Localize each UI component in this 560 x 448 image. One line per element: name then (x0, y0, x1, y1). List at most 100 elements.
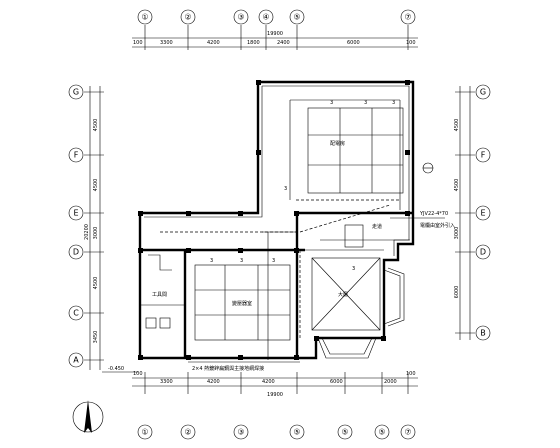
right-hall: 大廳 3 走道 (311, 223, 382, 331)
svg-text:100: 100 (406, 40, 416, 46)
svg-text:3: 3 (392, 100, 395, 106)
svg-text:3: 3 (240, 258, 243, 264)
svg-text:⑦: ⑦ (404, 428, 411, 437)
svg-text:2000: 2000 (384, 379, 397, 385)
bay-projection (317, 267, 405, 359)
svg-text:G: G (480, 88, 486, 97)
svg-text:3300: 3300 (160, 40, 173, 46)
svg-text:②: ② (184, 428, 191, 437)
grid-bubble: G (68, 84, 84, 100)
svg-text:走道: 走道 (372, 223, 382, 230)
grid-bubble: ③ (233, 424, 249, 440)
structural-columns (138, 80, 410, 360)
svg-text:⑤: ⑤ (378, 428, 385, 437)
svg-text:F: F (74, 151, 79, 160)
grid-bubble: ① (137, 9, 153, 25)
grid-bubble: B (475, 325, 491, 341)
svg-text:3: 3 (210, 258, 213, 264)
svg-text:①: ① (141, 428, 148, 437)
grid-bubble: ⑦ (400, 9, 416, 25)
svg-text:⑤: ⑤ (293, 428, 300, 437)
svg-text:F: F (481, 151, 486, 160)
svg-text:3: 3 (330, 100, 333, 106)
svg-text:4500: 4500 (93, 119, 99, 132)
bottom-note: 2×4 熱鍍鋅扁鋼與主接地網焊接 (188, 361, 300, 372)
feeder-annotation: YJV22-4*70 電纜由室外引入 (390, 162, 455, 229)
svg-text:2×4 熱鍍鋅扁鋼與主接地網焊接: 2×4 熱鍍鋅扁鋼與主接地網焊接 (192, 365, 264, 372)
svg-text:3000: 3000 (93, 227, 99, 240)
grid-bubble: ⑤ (289, 9, 305, 25)
svg-text:變壓器室: 變壓器室 (232, 300, 252, 307)
right-grid-bubbles: G F E D B (475, 84, 491, 341)
grid-bubble: D (68, 244, 84, 260)
svg-text:-0.450: -0.450 (108, 366, 124, 372)
north-arrow-icon (72, 400, 104, 433)
svg-text:3: 3 (364, 100, 367, 106)
svg-text:A: A (73, 356, 79, 365)
grid-bubble: ② (180, 9, 196, 25)
svg-text:6000: 6000 (454, 286, 460, 299)
upper-room-lights: 配電房 3 3 3 3 (284, 100, 404, 194)
svg-text:3: 3 (352, 266, 355, 272)
svg-text:19900: 19900 (267, 31, 283, 37)
svg-text:4200: 4200 (207, 379, 220, 385)
left-dimensions: 20200 4500 4500 3000 4500 3450 (84, 86, 104, 370)
grid-bubble: A (68, 352, 84, 368)
left-room: 工具間 (145, 254, 172, 329)
svg-text:G: G (73, 88, 79, 97)
svg-text:2400: 2400 (277, 40, 290, 46)
svg-text:6000: 6000 (330, 379, 343, 385)
svg-text:配電房: 配電房 (330, 140, 345, 147)
left-grid-bubbles: G F E D C A (68, 84, 84, 368)
svg-text:19900: 19900 (267, 392, 283, 398)
grid-bubble: G (475, 84, 491, 100)
svg-text:⑤: ⑤ (293, 13, 300, 22)
svg-text:C: C (73, 309, 79, 318)
svg-text:3: 3 (272, 258, 275, 264)
svg-text:E: E (73, 209, 78, 218)
svg-text:20200: 20200 (84, 224, 90, 240)
svg-text:D: D (73, 248, 79, 257)
grid-bubble: ⑤ (337, 424, 353, 440)
grid-bubble: E (68, 205, 84, 221)
svg-text:大廳: 大廳 (338, 291, 348, 298)
svg-text:3000: 3000 (454, 227, 460, 240)
wiring-runs (160, 204, 410, 360)
elevation-marker: -0.450 (102, 366, 138, 373)
svg-text:②: ② (184, 13, 191, 22)
grid-bubble: E (475, 205, 491, 221)
svg-text:3450: 3450 (93, 331, 99, 344)
grid-bubble: ④ (258, 9, 274, 25)
grid-bubble: C (68, 305, 84, 321)
svg-text:③: ③ (237, 428, 244, 437)
grid-bubble: D (475, 244, 491, 260)
grid-bubble: ③ (233, 9, 249, 25)
grid-bubble: ⑤ (289, 424, 305, 440)
svg-text:4500: 4500 (454, 119, 460, 132)
grid-bubble: ⑤ (374, 424, 390, 440)
svg-text:電纜由室外引入: 電纜由室外引入 (420, 222, 455, 229)
right-dimensions: 4500 4500 3000 6000 (454, 86, 475, 340)
svg-text:③: ③ (237, 13, 244, 22)
svg-text:E: E (480, 209, 485, 218)
svg-text:工具間: 工具間 (152, 292, 167, 298)
upper-room-wiring (289, 99, 401, 210)
svg-text:YJV22-4*70: YJV22-4*70 (419, 211, 448, 217)
svg-text:4500: 4500 (93, 179, 99, 192)
grid-bubble: F (475, 147, 491, 163)
svg-text:3300: 3300 (160, 379, 173, 385)
svg-text:100: 100 (406, 371, 416, 377)
grid-bubble: ① (137, 424, 153, 440)
grid-bubble: ⑦ (400, 424, 416, 440)
svg-text:4500: 4500 (93, 277, 99, 290)
svg-text:⑤: ⑤ (341, 428, 348, 437)
svg-text:6000: 6000 (347, 40, 360, 46)
svg-text:3: 3 (284, 186, 287, 192)
lower-room-lights: 變壓器室 3 3 3 (194, 258, 291, 341)
svg-text:100: 100 (133, 40, 143, 46)
bottom-grid-bubbles: ① ② ③ ⑤ ⑤ ⑤ ⑦ (137, 424, 416, 440)
top-dimensions: 19900 100 3300 4200 1800 2400 6000 100 (132, 25, 418, 50)
svg-text:100: 100 (133, 371, 143, 377)
svg-text:1800: 1800 (247, 40, 260, 46)
